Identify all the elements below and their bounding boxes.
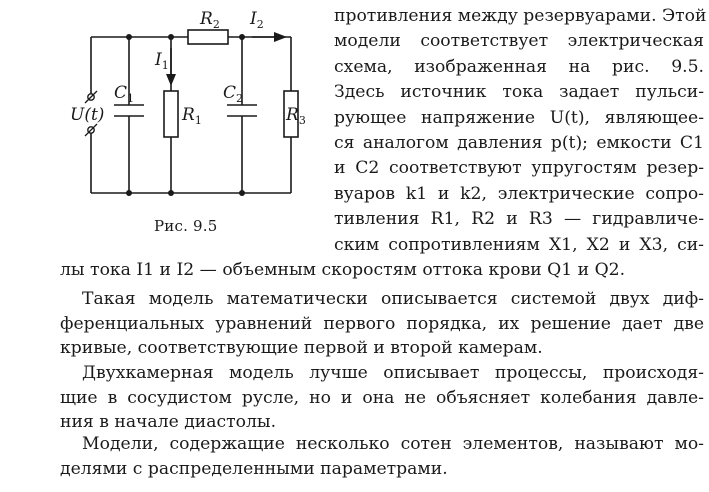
right-column-text: противления между резервуарами. Этой мод…	[334, 4, 707, 258]
paragraph-2: Двухкамерная модель лучше описывает проц…	[60, 361, 704, 435]
text-line: рующее напряжение U(t), являющее-	[334, 107, 704, 128]
junction-dot	[168, 190, 174, 196]
text-line: Модели, содержащие несколько сотен элеме…	[82, 434, 704, 454]
continuation-line: лы тока I1 и I2 — объемным скоростям отт…	[60, 258, 704, 283]
figure-caption: Рис. 9.5	[154, 217, 218, 235]
text-line: модели соответствует электрическая	[334, 31, 704, 52]
resistor-r1	[163, 90, 179, 138]
label-i1: I1	[154, 50, 169, 72]
junction-dot	[168, 34, 174, 40]
paragraph-1: Такая модель математически описывается с…	[60, 287, 704, 361]
text-line: и C2 соответствуют упругостям резер-	[334, 158, 704, 179]
label-r2: R2	[199, 9, 220, 31]
label-c1: C1	[114, 83, 134, 105]
paragraph-3: Модели, содержащие несколько сотен элеме…	[60, 432, 704, 481]
text-line: тивления R1, R2 и R3 — гидравличе-	[334, 209, 704, 230]
source-terminal-bottom-slash	[84, 123, 98, 137]
text-line: щие в сосудистом русле, но и она не объя…	[60, 387, 704, 408]
text-line: противления между резервуарами. Этой	[334, 6, 707, 26]
label-c2: C2	[223, 83, 243, 105]
current-i1-arrowhead-icon	[166, 74, 176, 86]
label-source: U(t)	[70, 105, 104, 125]
text-line: лы тока I1 и I2 — объемным скоростям отт…	[60, 260, 626, 280]
label-r1: R1	[181, 105, 202, 127]
text-line: ся аналогом давления p(t); емкости C1	[334, 133, 704, 154]
text-line: кривые, соответствующие первой и второй …	[60, 338, 543, 358]
current-i2-arrowhead-icon	[274, 32, 287, 42]
text-line: делями с распределенными параметрами.	[60, 458, 448, 479]
label-r3: R3	[285, 105, 306, 127]
circuit-diagram: U(t) C1 R1 R2 C2 R3 I1 I2	[70, 9, 306, 196]
text-line: Двухкамерная модель лучше описывает проц…	[82, 363, 704, 383]
resistor-r2	[187, 29, 229, 45]
text-line: ния в начале диастолы.	[60, 412, 277, 432]
text-line: Такая модель математически описывается с…	[82, 289, 704, 309]
text-line: ференциальных уравнений первого порядка,…	[60, 313, 704, 334]
text-line: схема, изображенная на рис. 9.5.	[334, 56, 704, 77]
text-line: вуаров k1 и k2, электрические сопро-	[334, 183, 704, 204]
junction-dot	[239, 190, 245, 196]
text-line: ским сопротивлениям X1, X2 и X3, си-	[334, 234, 704, 255]
junction-dot	[126, 34, 132, 40]
circuit-figure: U(t) C1 R1 R2 C2 R3 I1 I2	[60, 2, 320, 214]
source-terminal-top-slash	[84, 90, 98, 104]
label-i2: I2	[249, 9, 264, 31]
junction-dot	[126, 190, 132, 196]
junction-dot	[239, 34, 245, 40]
text-line: Здесь источник тока задает пульси-	[334, 82, 704, 103]
